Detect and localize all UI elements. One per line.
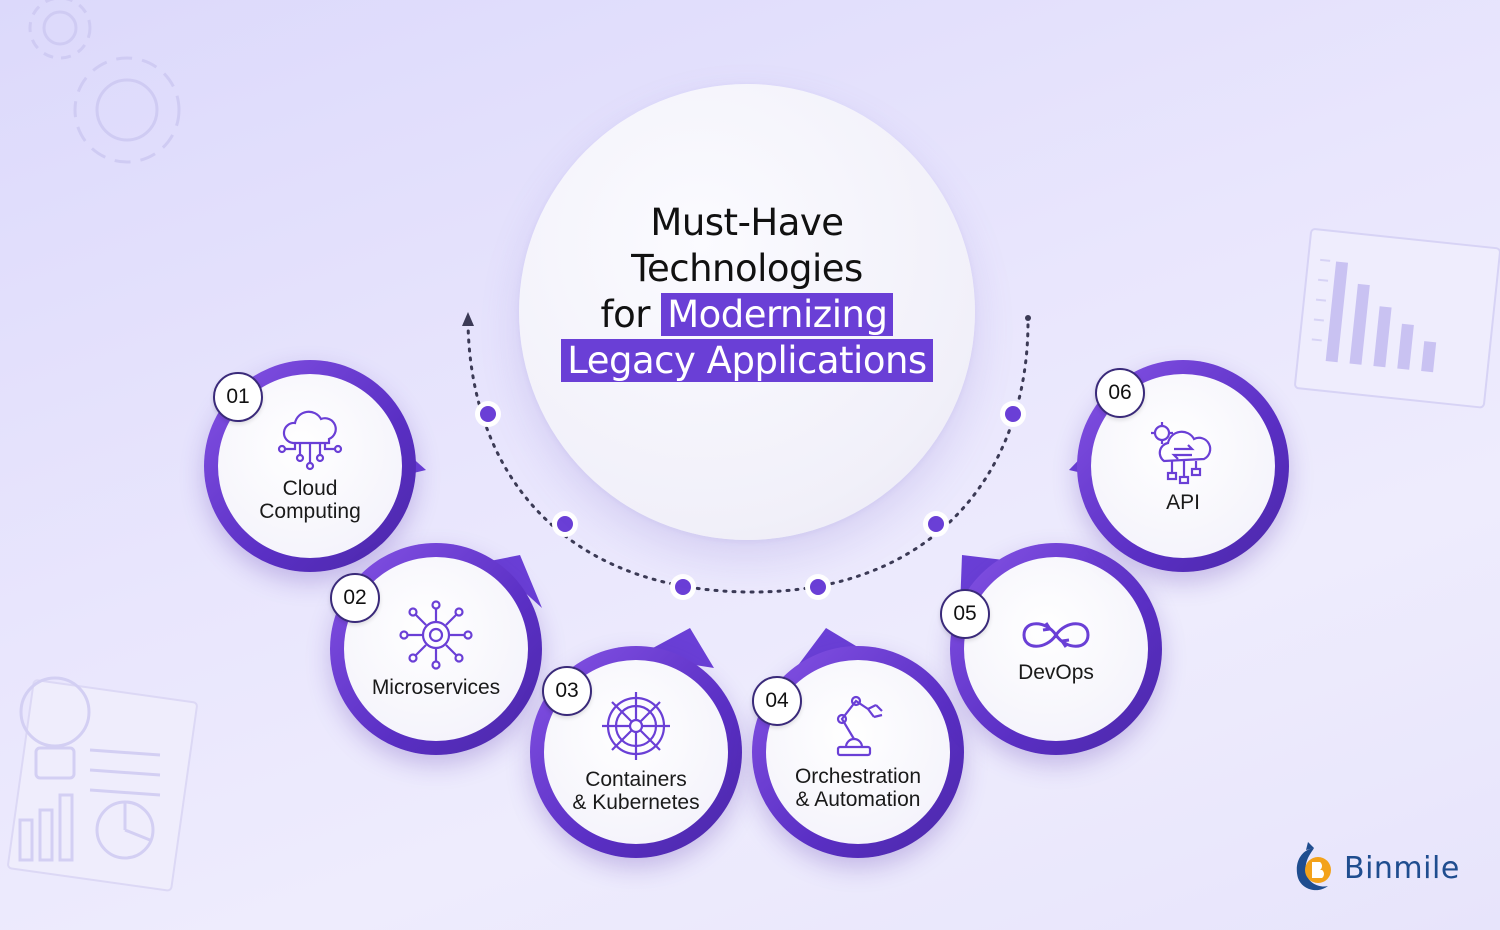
arc-dot <box>928 516 944 532</box>
kubernetes-helm-icon <box>600 690 672 762</box>
arc-dot <box>1005 406 1021 422</box>
title-line-1: Must-Have <box>650 201 844 244</box>
node-number-badge: 01 <box>213 372 263 422</box>
node-label: Cloud Computing <box>259 477 361 523</box>
node-number-badge: 03 <box>542 666 592 716</box>
node-devops: DevOps 05 <box>940 543 1162 755</box>
node-label: DevOps <box>1018 660 1094 684</box>
brand-logo: Binmile <box>1292 842 1460 894</box>
microservices-gear-icon <box>399 599 473 670</box>
arc-dot <box>675 579 691 595</box>
node-containers-kubernetes: Containers & Kubernetes 03 <box>530 628 742 858</box>
node-number-badge: 05 <box>940 589 990 639</box>
background-idea-report-icon <box>7 676 198 892</box>
devops-infinity-icon <box>1016 615 1096 655</box>
arrow-end-right-dot <box>1025 315 1031 321</box>
node-orchestration-automation: Orchestration & Automation 04 <box>752 628 964 858</box>
title-highlight-1: Modernizing <box>661 293 894 336</box>
arc-dot <box>557 516 573 532</box>
binmile-logo-icon <box>1296 842 1331 891</box>
node-number-badge: 06 <box>1095 368 1145 418</box>
title-highlight-2: Legacy Applications <box>561 339 933 382</box>
brand-name: Binmile <box>1344 850 1460 886</box>
api-cloud-gear-icon <box>1148 419 1218 485</box>
background-report-icon <box>1294 228 1500 409</box>
title-line-4: Legacy Applications <box>519 338 975 384</box>
node-number-badge: 04 <box>752 676 802 726</box>
arc-dot <box>810 579 826 595</box>
node-label: API <box>1166 490 1200 514</box>
node-microservices: Microservices 02 <box>330 543 542 755</box>
node-cloud-computing: Cloud Computing 01 <box>204 360 426 572</box>
title-prefix: for <box>600 293 651 336</box>
node-api: API 06 <box>1069 360 1289 572</box>
node-label: Orchestration & Automation <box>794 765 922 811</box>
arc-dot <box>480 406 496 422</box>
title-line-2: Technologies <box>631 247 863 290</box>
background-gears-icon <box>28 0 181 164</box>
robotic-arm-icon <box>828 693 888 759</box>
node-label: Containers & Kubernetes <box>572 768 700 814</box>
title-line-3: for Modernizing <box>519 292 975 338</box>
node-number-badge: 02 <box>330 573 380 623</box>
page-title: Must-Have Technologies for Modernizing L… <box>519 200 975 384</box>
cloud-network-icon <box>275 409 345 471</box>
arrow-head-left-icon <box>462 312 474 326</box>
node-label: Microservices <box>371 675 501 699</box>
